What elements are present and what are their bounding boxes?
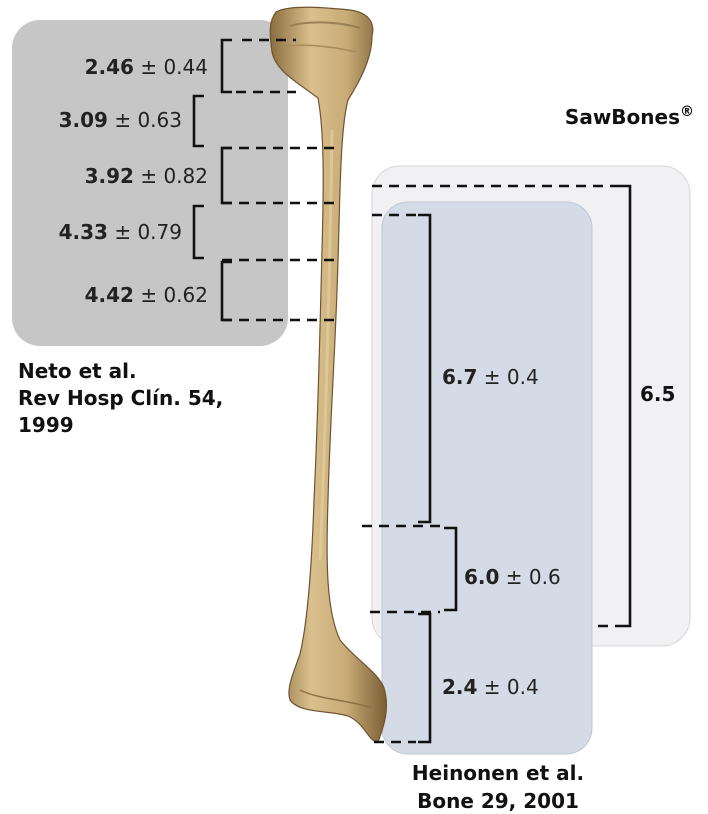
neto-value-4: 4.33 ± 0.79 [59, 220, 182, 244]
neto-citation-line-1: Neto et al. [18, 359, 137, 383]
heinonen-sd-1: ± 0.4 [484, 365, 539, 389]
neto-mean-1: 2.46 [85, 55, 134, 79]
heinonen-sd-3: ± 0.4 [484, 675, 539, 699]
heinonen-mean-1: 6.7 [442, 365, 477, 389]
registered-mark: ® [680, 104, 694, 120]
neto-value-3: 3.92 ± 0.82 [85, 164, 208, 188]
heinonen-sd-2: ± 0.6 [506, 565, 561, 589]
neto-mean-2: 3.09 [59, 108, 108, 132]
neto-mean-3: 3.92 [85, 164, 134, 188]
sawbones-title-text: SawBones [565, 105, 680, 129]
neto-value-1: 2.46 ± 0.44 [85, 55, 208, 79]
neto-citation-line-3: 1999 [18, 413, 74, 437]
neto-value-5: 4.42 ± 0.62 [85, 283, 208, 307]
heinonen-mean-3: 2.4 [442, 675, 477, 699]
neto-citation: Neto et al. Rev Hosp Clín. 54, 1999 [18, 359, 223, 437]
heinonen-panel [382, 202, 592, 754]
neto-sd-1: ± 0.44 [140, 55, 208, 79]
heinonen-value-1: 6.7 ± 0.4 [442, 365, 539, 389]
heinonen-mean-2: 6.0 [464, 565, 499, 589]
heinonen-value-3: 2.4 ± 0.4 [442, 675, 539, 699]
neto-sd-4: ± 0.79 [114, 220, 182, 244]
neto-mean-5: 4.42 [85, 283, 134, 307]
neto-citation-line-2: Rev Hosp Clín. 54, [18, 386, 223, 410]
neto-value-2: 3.09 ± 0.63 [59, 108, 182, 132]
neto-sd-5: ± 0.62 [140, 283, 208, 307]
neto-sd-3: ± 0.82 [140, 164, 208, 188]
sawbones-value: 6.5 [640, 382, 675, 406]
heinonen-citation-line-1: Heinonen et al. [412, 761, 584, 785]
neto-sd-2: ± 0.63 [114, 108, 182, 132]
neto-mean-4: 4.33 [59, 220, 108, 244]
heinonen-citation: Heinonen et al. Bone 29, 2001 [412, 761, 584, 813]
heinonen-value-2: 6.0 ± 0.6 [464, 565, 561, 589]
sawbones-title: SawBones® [565, 104, 694, 129]
heinonen-citation-line-2: Bone 29, 2001 [417, 789, 579, 813]
